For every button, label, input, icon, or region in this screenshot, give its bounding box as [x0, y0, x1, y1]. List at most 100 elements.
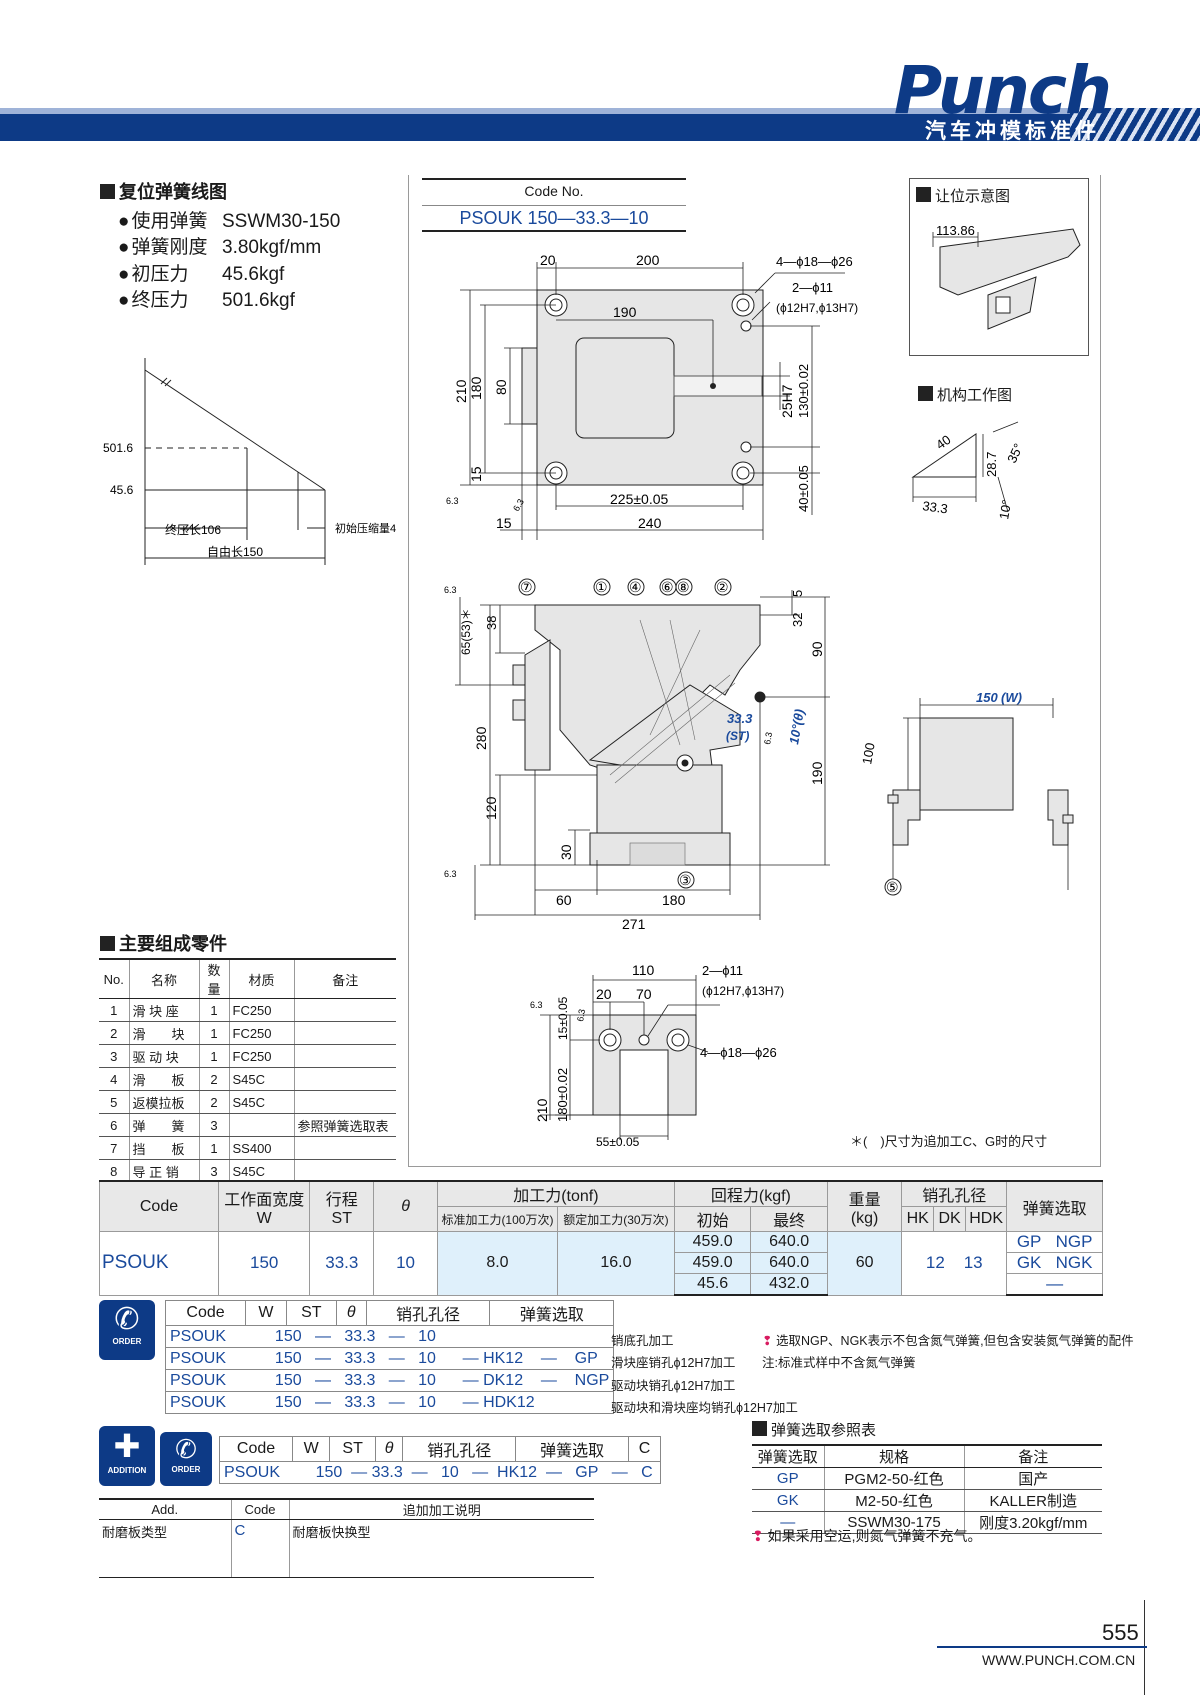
sv-d30: 30	[558, 844, 574, 860]
order-col-theta: θ	[335, 1300, 367, 1326]
parts-heading: 主要组成零件	[100, 930, 227, 956]
brand-logo: Punch	[893, 52, 1112, 129]
tv-holes2b: (ϕ12H7,ϕ13H7)	[776, 301, 858, 315]
parts-cell: 1	[198, 1136, 229, 1160]
parts-cell: 滑 块 座	[128, 998, 199, 1022]
jigou-sketch: 40 28.7 35° 33.3 10°	[911, 421, 1026, 521]
sv-r63a: 6.3	[444, 585, 457, 595]
rangwei-value: 113.86	[936, 223, 975, 238]
h-spring: 弹簧选取	[1006, 1180, 1103, 1232]
col-name: 名称	[128, 958, 199, 999]
add-desc-col-desc: 追加加工说明	[288, 1498, 594, 1520]
spring-ref-cell: PGM2-50-红色	[823, 1467, 964, 1490]
jigou-d28: 28.7	[984, 452, 999, 477]
spring-ref-cell: 国产	[963, 1467, 1102, 1490]
addition-table: Code W ST θ 销孔孔径 弹簧选取 C PSOUK 150 — 33.3…	[218, 1436, 661, 1484]
spec-return-init-3: 45.6	[673, 1273, 752, 1296]
tv-d225: 225±0.05	[610, 491, 669, 507]
footer-url: WWW.PUNCH.COM.CN	[982, 1652, 1136, 1668]
order-row-content: PSOUK 150 — 33.3 — 10	[164, 1325, 615, 1348]
tv-r63a: 6.3	[446, 496, 459, 506]
order-row: PSOUK 150 — 33.3 — 10 — DK12 — NGP	[164, 1369, 615, 1392]
h-hk: HK	[901, 1206, 935, 1232]
jigou-d35: 35°	[1004, 441, 1026, 465]
order-row: PSOUK 150 — 33.3 — 10	[164, 1325, 615, 1348]
chart-y-high: 501.6	[103, 441, 133, 455]
sv-r63c: 6.3	[762, 731, 774, 745]
tv-d25h7: 25H7	[779, 384, 795, 418]
add-col-theta: θ	[374, 1436, 404, 1462]
parts-cell	[293, 1021, 396, 1045]
addition-desc-table: Add. Code 追加加工说明 耐磨板类型 C 耐磨板快换型	[99, 1498, 594, 1578]
parts-cell: 7	[99, 1136, 129, 1160]
warning-icon: ❢	[762, 1334, 773, 1348]
sv-st-label: (ST)	[726, 729, 749, 743]
spring-ref-cell: —	[752, 1511, 824, 1534]
header-stripes	[1070, 108, 1200, 141]
jigou-d33: 33.3	[922, 498, 949, 516]
sv-d38: 38	[484, 616, 499, 630]
spring-force-chart: 501.6 45.6 终压长106 初始压缩量4 自由长150	[103, 358, 396, 565]
sv-d180: 180	[662, 892, 686, 908]
plus-icon: ✚	[113, 1428, 141, 1464]
parts-cell: 参照弹簧选取表	[293, 1113, 396, 1137]
add-desc-col-add: Add.	[99, 1498, 231, 1520]
parts-cell: 4	[99, 1067, 129, 1091]
ref-col-spring: 弹簧选取	[752, 1444, 824, 1468]
parts-cell	[293, 1067, 396, 1091]
col-material: 材质	[228, 958, 294, 999]
sv-theta: 10°(θ)	[786, 708, 807, 746]
order-row-content: PSOUK 150 — 33.3 — 10 — DK12 — NGP	[164, 1369, 615, 1392]
sv-balloon-4: ④	[629, 579, 642, 595]
iso-view-drawing: 150 (W) 100 ⑤	[859, 690, 1074, 896]
parts-cell: 返模拉板	[128, 1090, 199, 1114]
sv-st-val: 33.3	[727, 711, 753, 726]
spring-ref-cell: SSWM30-175	[823, 1511, 964, 1534]
parts-cell: 挡 板	[128, 1136, 199, 1160]
spring-ref-cell: M2-50-红色	[823, 1489, 964, 1512]
parts-cell: S45C	[228, 1067, 294, 1091]
add-desc-col-code: Code	[230, 1498, 289, 1520]
sv-balloon-6: ⑥	[661, 579, 674, 595]
h-force: 加工力(tonf)	[436, 1180, 675, 1207]
spring-heading: 复位弹簧线图	[100, 178, 227, 204]
order-row: PSOUK 150 — 33.3 — 10 — HK12 — GP	[164, 1347, 615, 1370]
tv-r63b: 6.3	[511, 497, 526, 513]
warning-icon-2: ❢	[752, 1528, 764, 1544]
sv-d120: 120	[483, 796, 499, 820]
spec-w: 150	[218, 1231, 311, 1296]
spec-spring-1: GP NGP	[1006, 1231, 1103, 1253]
tv-holes1: 4—ϕ18—ϕ26	[776, 254, 853, 269]
sv-d60: 60	[556, 892, 572, 908]
parts-cell: 3	[198, 1113, 229, 1137]
h-dk: DK	[933, 1206, 967, 1232]
order-col-code: Code	[164, 1300, 247, 1326]
tv-d130: 130±0.02	[796, 364, 811, 418]
footer-line	[937, 1646, 1147, 1648]
add-col-code: Code	[218, 1436, 294, 1462]
parts-cell: FC250	[228, 1021, 294, 1045]
sv-d90: 90	[809, 641, 825, 657]
side-view-drawing: ⑦ ① ④ ⑥ ⑧ ② ③ 5 32 90 190 38 65(53)＊ 280…	[444, 578, 830, 932]
spring-ref-cell: GP	[752, 1467, 824, 1490]
order-note-2: 滑块座销孔ϕ12H7加工	[611, 1356, 736, 1370]
tv-d210: 210	[453, 379, 469, 403]
parts-cell: FC250	[228, 1044, 294, 1068]
parts-cell: S45C	[228, 1090, 294, 1114]
spec-code: PSOUK	[98, 1231, 220, 1296]
spec-force-std: 8.0	[436, 1231, 558, 1296]
sv-balloon-3: ③	[679, 872, 692, 888]
bv-d210: 210	[534, 1098, 550, 1122]
add-col-st: ST	[329, 1436, 376, 1462]
addition-icon: ✚ ADDITION	[99, 1426, 155, 1486]
